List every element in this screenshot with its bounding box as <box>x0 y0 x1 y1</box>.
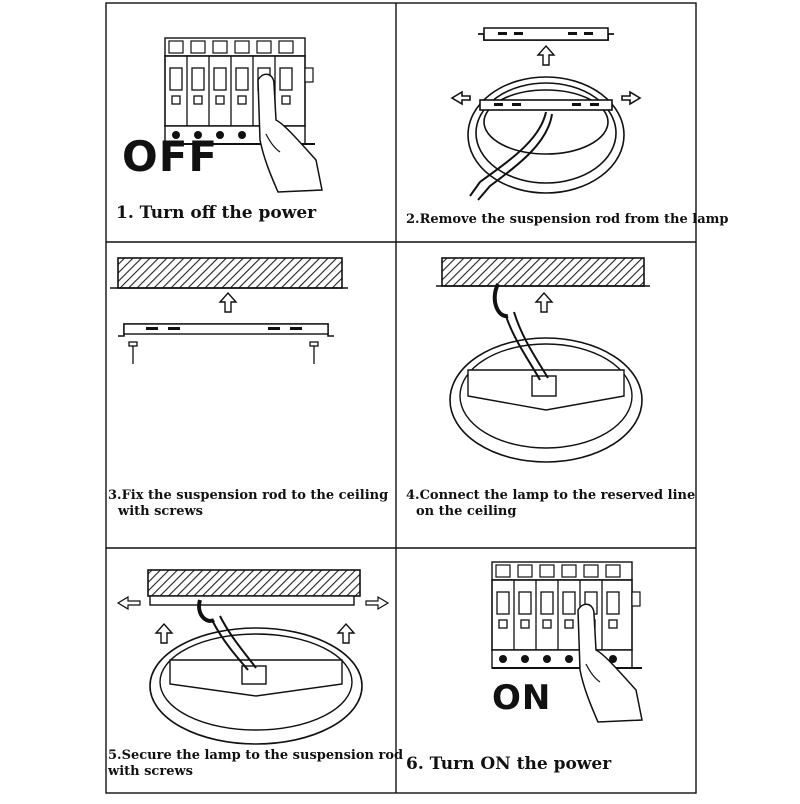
panel-3-ceiling-illustration <box>110 257 348 364</box>
panel-grid <box>105 2 697 794</box>
on-label: ON <box>492 678 552 718</box>
step-3-label: 3.Fix the suspension rod to the ceiling … <box>108 488 388 521</box>
step-5-label: 5.Secure the lamp to the suspension rod … <box>108 748 403 781</box>
panel-5-secure-illustration <box>116 569 390 745</box>
screw-icon <box>128 341 319 364</box>
step-4-label: 4.Connect the lamp to the reserved line … <box>406 488 695 521</box>
step-5-line-1: 5.Secure the lamp to the suspension rod <box>108 748 404 763</box>
step-4-line-1: 4.Connect the lamp to the reserved line <box>406 488 696 503</box>
step-5-line-2: with screws <box>108 764 193 780</box>
step-6-label: 6. Turn ON the power <box>406 754 612 774</box>
off-label: OFF <box>122 132 219 181</box>
step-3-line-1: 3.Fix the suspension rod to the ceiling <box>108 488 389 503</box>
step-1-label: 1. Turn off the power <box>116 203 317 223</box>
panel-4-connect-illustration <box>436 257 650 463</box>
step-3-line-2: with screws <box>118 504 203 520</box>
step-2-label: 2.Remove the suspension rod from the lam… <box>406 212 729 227</box>
step-4-line-2: on the ceiling <box>416 504 517 520</box>
panel-2-lamp-illustration <box>450 27 642 201</box>
